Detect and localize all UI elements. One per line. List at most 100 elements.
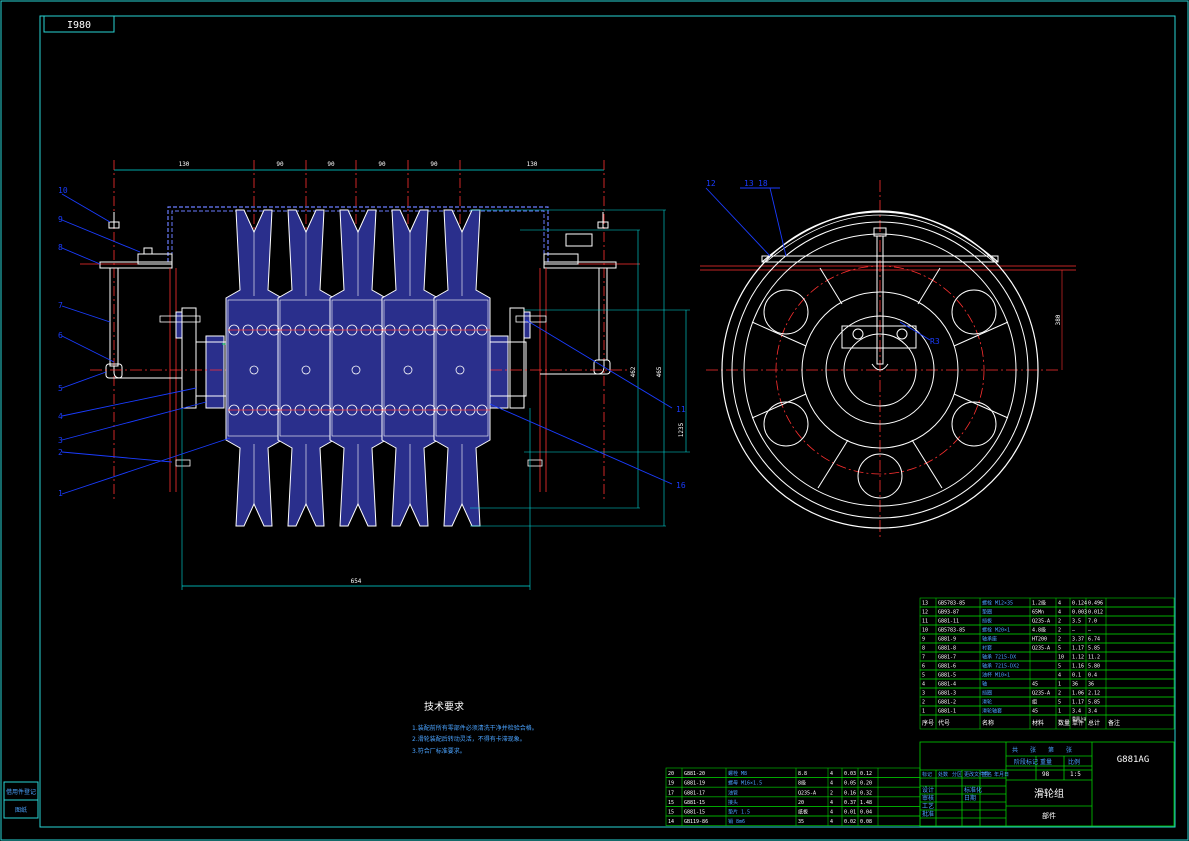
upper-table-cell: 1.12: [1072, 655, 1084, 661]
tb-sheet-3: 第: [1048, 746, 1054, 754]
pn-9: 9: [58, 215, 63, 224]
tb-role-approve: 批准: [922, 810, 934, 818]
upper-table-header: 材料: [1032, 719, 1044, 727]
lower-table-cell: 17: [668, 790, 674, 796]
dim-top-5: 90: [430, 161, 438, 168]
upper-table-row: [919, 705, 1175, 716]
upper-table-cell: Q235-A: [1032, 619, 1050, 625]
upper-table-cell: G881-1: [938, 709, 956, 715]
upper-table-cell: 轴承 7215-DX2: [982, 663, 1019, 670]
upper-table-cell: 5.85: [1088, 646, 1100, 652]
lower-table-cell: 螺栓 M8: [728, 770, 747, 777]
lower-table-cell: 接头: [728, 799, 738, 806]
lower-table-cell: Q235-A: [798, 790, 816, 796]
upper-table-cell: 3: [922, 691, 925, 697]
lower-table-cell: 0.02: [844, 819, 856, 825]
tech-requirements: 技术要求 1.装配前所有零部件必须清洗干净并检验合格。 2.滑轮装配后转动灵活，…: [412, 700, 538, 755]
dim-bottom: 654: [351, 578, 362, 585]
upper-table-cell: 9: [922, 637, 925, 643]
upper-table-cell: 4: [922, 682, 925, 688]
lower-table-cell: 35: [798, 819, 804, 825]
upper-table-cell: 12: [922, 610, 928, 616]
lower-table-cell: 20: [668, 771, 674, 777]
pn-10: 10: [58, 186, 68, 195]
upper-table-cell: 滑轮轴套: [982, 708, 1002, 715]
tech-title: 技术要求: [424, 700, 464, 713]
upper-table-cell: 2: [1058, 628, 1061, 634]
upper-table-cell: 衬套: [982, 645, 992, 652]
upper-table-cell: 4: [1058, 601, 1061, 607]
tb-sheet-1: 共: [1012, 746, 1018, 754]
lower-table-cell: G881-19: [684, 781, 705, 787]
upper-table-cell: G881-8: [938, 646, 956, 652]
lower-table-cell: G881-20: [684, 771, 705, 777]
inner-border: [39, 15, 1176, 828]
upper-table-cell: G881-6: [938, 664, 956, 670]
upper-table-cell: 45: [1032, 709, 1038, 715]
tb-label-mark: 标记: [922, 771, 932, 778]
lower-table-cell: 4: [830, 800, 833, 806]
lower-table-cell: 0.08: [860, 819, 872, 825]
strip-label-2: 图纸: [15, 806, 27, 814]
upper-table-cell: GB93-87: [938, 610, 959, 616]
lower-table-cell: 0.12: [860, 771, 872, 777]
upper-table-cell: 0.003: [1072, 610, 1087, 616]
lower-table-cell: 8.8: [798, 771, 807, 777]
upper-table-cell: 5.85: [1088, 700, 1100, 706]
lower-table-cell: 15: [668, 810, 674, 816]
upper-table-cell: 挡圈: [982, 690, 992, 697]
upper-table-header: 备注: [1108, 719, 1120, 727]
pn-16: 16: [676, 481, 686, 490]
lower-table-cell: 0.05: [844, 781, 856, 787]
pn-7: 7: [58, 301, 63, 310]
tb-sheet-2: 张: [1030, 746, 1036, 754]
upper-table-cell: 4: [1058, 673, 1061, 679]
upper-table-cell: 挡板: [982, 618, 992, 625]
tb-label-zone: 分区: [952, 771, 962, 778]
upper-table-cell: 1.06: [1072, 691, 1084, 697]
pn-11: 11: [676, 405, 686, 414]
lower-table-cell: 4: [830, 819, 833, 825]
tb-label-date: 年月日: [994, 771, 1009, 778]
upper-table-header: 代号: [938, 719, 950, 727]
lower-table-cell: G881-15: [684, 810, 705, 816]
upper-table-cell: 5: [1058, 664, 1061, 670]
upper-table-cell: 2: [1058, 619, 1061, 625]
upper-table-cell: 5: [1058, 646, 1061, 652]
lower-table-cell: 销 8m6: [728, 818, 745, 825]
upper-table-cell: 5.80: [1088, 664, 1100, 670]
lower-table-cell: G881-15: [684, 800, 705, 806]
lower-table-cell: 油管: [728, 789, 738, 796]
upper-table-cell: 1.2级: [1032, 600, 1046, 607]
lower-table-cell: 19: [668, 781, 674, 787]
tb-label-count: 处数: [938, 771, 948, 778]
dim-right-3: 1235: [678, 422, 685, 437]
upper-table-cell: GB5783-85: [938, 601, 965, 607]
tb-label-sign: 签名: [982, 771, 992, 778]
lower-table-cell: 4: [830, 810, 833, 816]
upper-table-cell: G881-4: [938, 682, 956, 688]
lower-table-cell: 4: [830, 781, 833, 787]
upper-table-cell: 36: [1072, 682, 1078, 688]
upper-table-cell: 5: [1058, 700, 1061, 706]
upper-table-cell: 13: [922, 601, 928, 607]
lower-table-cell: 4: [830, 771, 833, 777]
lower-table-cell: 纸板: [798, 809, 808, 816]
tech-item-3: 3.符合厂标准要求。: [412, 747, 466, 755]
upper-table-cell: G881-11: [938, 619, 959, 625]
upper-table-cell: HT200: [1032, 637, 1047, 643]
upper-table-cell: 0.124: [1072, 601, 1087, 607]
title-block: [919, 741, 1175, 827]
upper-table-cell: 3.4: [1072, 709, 1081, 715]
upper-table-cell: 滑轮: [982, 699, 992, 706]
tb-info-weight: 重量: [1040, 758, 1052, 766]
pn-4: 4: [58, 412, 63, 421]
upper-table-cell: —: [1072, 628, 1076, 634]
upper-table-cell: GB5783-85: [938, 628, 965, 634]
upper-table-cell: 3.37: [1072, 637, 1084, 643]
upper-table-header: 总计: [1088, 719, 1100, 727]
lower-table-cell: 0.01: [844, 810, 856, 816]
assembly-name: 滑轮组: [1034, 787, 1064, 800]
